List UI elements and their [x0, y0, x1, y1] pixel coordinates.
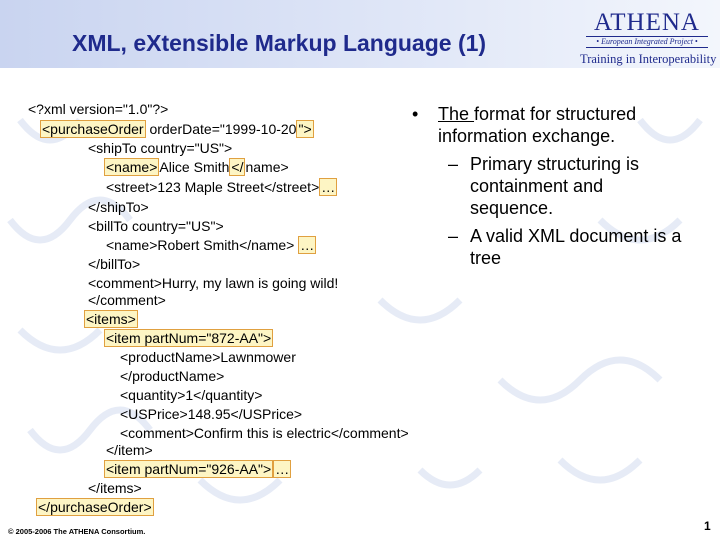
code-line: <street>123 Maple Street</street>… — [106, 178, 338, 196]
dash-marker: – — [448, 226, 459, 246]
code-line: </items> — [88, 480, 142, 496]
code-line: <comment>Hurry, my lawn is going wild! — [88, 275, 339, 291]
code-highlight: </ — [229, 158, 246, 176]
code-line: </shipTo> — [88, 199, 149, 215]
header-bar — [0, 0, 720, 68]
code-highlight: <item partNum="926-AA"> — [104, 460, 274, 478]
sub-bullet-item: –Primary structuring is containment and … — [448, 154, 640, 218]
code-line: <name>Robert Smith</name> … — [106, 236, 317, 254]
athena-logo: ATHENA • European Integrated Project • T… — [580, 9, 717, 67]
code-highlight: … — [319, 178, 338, 196]
dash-marker: – — [448, 154, 459, 174]
code-line: <items> — [84, 310, 138, 328]
bullet-marker: • — [412, 104, 419, 124]
code-line: <item partNum="872-AA"> — [104, 329, 274, 347]
code-line: <comment>Confirm this is electric</comme… — [120, 425, 409, 441]
code-line: </item> — [106, 442, 153, 458]
code-line: <shipTo country="US"> — [88, 140, 233, 156]
code-highlight: <name> — [104, 158, 160, 176]
code-highlight: … — [298, 236, 317, 254]
code-line: <productName>Lawnmower — [120, 349, 296, 365]
underlined-word: The — [438, 104, 475, 124]
logo-name: ATHENA — [594, 9, 700, 36]
code-highlight: … — [273, 460, 292, 478]
code-highlight: <item partNum="872-AA"> — [104, 329, 274, 347]
code-highlight: "> — [296, 120, 314, 138]
page-title: XML, eXtensible Markup Language (1) — [72, 30, 487, 56]
bullet-item: •The format for structured information e… — [412, 104, 637, 146]
code-line: </comment> — [88, 292, 166, 308]
code-highlight: <purchaseOrder — [40, 120, 146, 138]
sub-bullet-item: –A valid XML document is a tree — [448, 226, 682, 268]
code-line: <?xml version="1.0"?> — [28, 101, 169, 117]
code-line: </billTo> — [88, 256, 141, 272]
code-highlight: </purchaseOrder> — [36, 498, 154, 516]
logo-tagline: Training in Interoperability — [580, 52, 717, 66]
code-line: <item partNum="926-AA">… — [104, 460, 292, 478]
code-line: <quantity>1</quantity> — [120, 387, 263, 403]
logo-subtitle: • European Integrated Project • — [586, 36, 708, 48]
page-number: 1 — [704, 519, 711, 533]
code-line: <purchaseOrder orderDate="1999-10-20"> — [40, 120, 314, 138]
code-line: </purchaseOrder> — [36, 498, 154, 516]
copyright-footer: © 2005-2006 The ATHENA Consortium. — [8, 527, 146, 536]
code-line: <USPrice>148.95</USPrice> — [120, 406, 303, 422]
code-line: <name>Alice Smith</name> — [104, 158, 289, 176]
code-line: </productName> — [120, 368, 225, 384]
code-highlight: <items> — [84, 310, 138, 328]
code-line: <billTo country="US"> — [88, 218, 224, 234]
bullet-list: •The format for structured information e… — [412, 103, 682, 269]
